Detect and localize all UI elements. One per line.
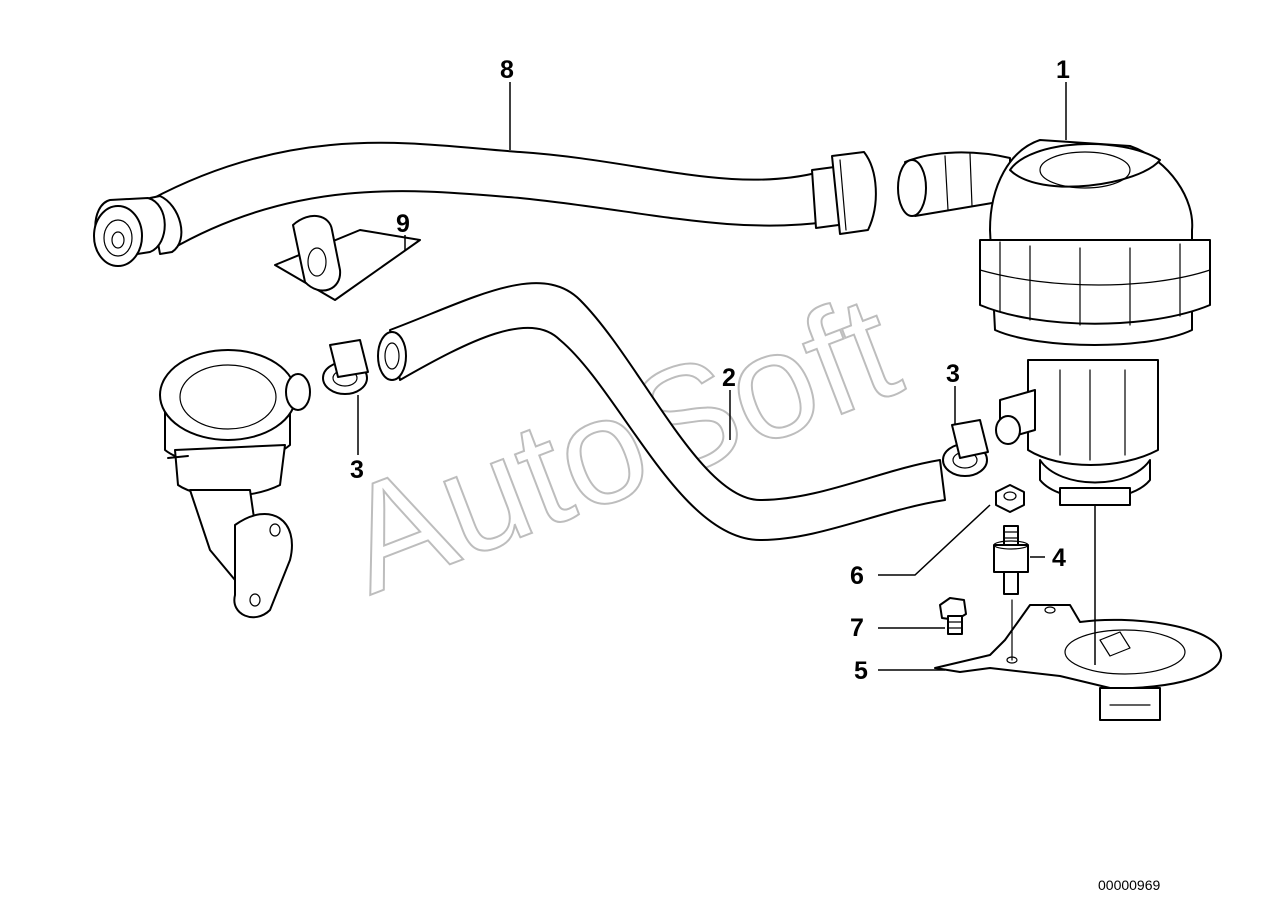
- part-7-bolt: [939, 597, 967, 635]
- part-1-air-pump: [897, 139, 1211, 506]
- watermark-text: AutoSoft: [321, 262, 918, 625]
- leader-6: [878, 504, 991, 576]
- part-5-holder: [934, 599, 1223, 721]
- part-2-hose: [377, 282, 946, 541]
- callout-9: 9: [396, 210, 410, 238]
- part-9-bracket: [274, 215, 421, 301]
- callout-1: 1: [1056, 56, 1070, 84]
- callout-4: 4: [1052, 544, 1066, 572]
- callout-5: 5: [854, 657, 868, 685]
- part-6-nut: [995, 484, 1025, 513]
- callout-6: 6: [850, 562, 864, 590]
- part-8-hose: [93, 141, 877, 267]
- callout-3-right: 3: [946, 360, 960, 388]
- air-valve: [159, 349, 311, 619]
- callout-2: 2: [722, 364, 736, 392]
- part-4-mount: [993, 525, 1029, 595]
- callout-3-left: 3: [350, 456, 364, 484]
- callout-8: 8: [500, 56, 514, 84]
- diagram-id: 00000969: [1098, 877, 1161, 893]
- part-3-clamp-left: [322, 339, 369, 395]
- callout-7: 7: [850, 614, 864, 642]
- part-3-clamp-right: [942, 419, 989, 477]
